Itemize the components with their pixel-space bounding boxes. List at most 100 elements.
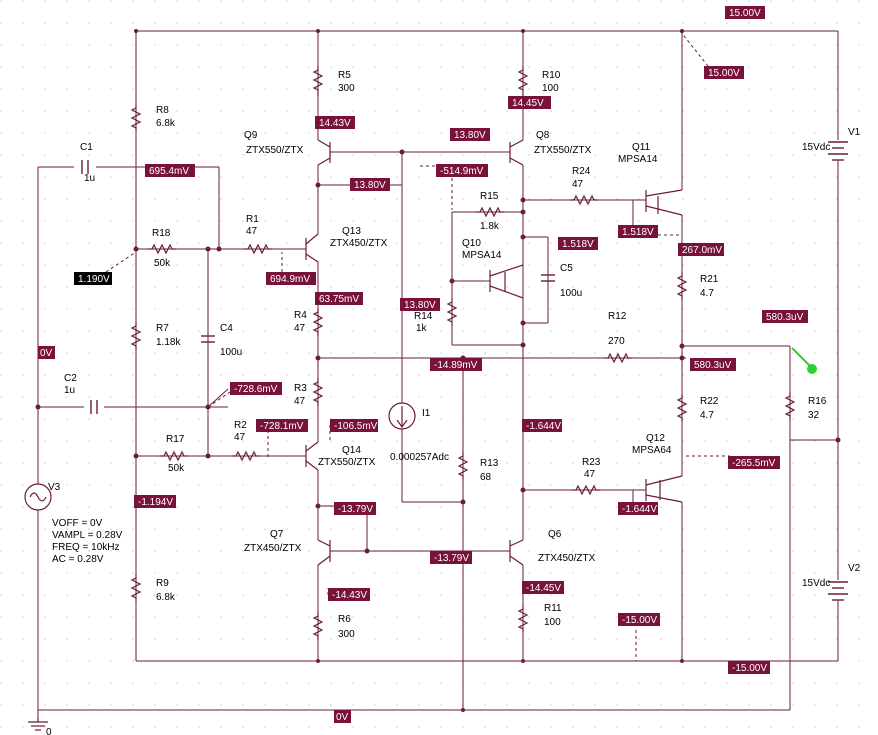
svg-text:-106.5mV: -106.5mV	[334, 421, 378, 432]
resistor-R12[interactable]	[604, 352, 632, 364]
label-C1-value: 1u	[84, 173, 95, 184]
voltage-label-v1-top[interactable]: 15.00V	[725, 6, 765, 19]
svg-text:-514.9mV: -514.9mV	[440, 166, 484, 177]
transistor-Q10[interactable]	[489, 264, 524, 299]
voltage-label-v3[interactable]: 0V	[38, 346, 55, 359]
voltage-label-r23[interactable]: -1.644V	[618, 502, 658, 515]
voltage-label-r18-selected[interactable]: 1.190V	[74, 272, 112, 285]
voltage-source-V1[interactable]	[828, 141, 848, 161]
label-R12-id: R12	[608, 311, 627, 322]
resistor-R5[interactable]	[312, 66, 324, 96]
voltage-label-bottom-mid[interactable]: -15.00V	[618, 613, 660, 626]
voltage-label-ground[interactable]: 0V	[334, 710, 351, 723]
voltage-label-midline[interactable]: -14.89mV	[430, 358, 482, 371]
label-R11-value: 100	[544, 617, 561, 628]
ground-label: 0	[46, 727, 52, 735]
transistor-Q12[interactable]	[645, 475, 683, 503]
sine-source-V3[interactable]	[24, 483, 52, 511]
voltage-label-v1-node[interactable]: 15.00V	[704, 66, 744, 79]
resistor-R22[interactable]	[676, 394, 688, 422]
voltage-label-q12-base[interactable]: -265.5mV	[728, 456, 780, 469]
voltage-label-q14-collector[interactable]: -106.5mV	[330, 419, 378, 432]
resistor-R2[interactable]	[232, 450, 260, 462]
voltage-label-c2[interactable]: -728.6mV	[230, 382, 282, 395]
resistor-R24[interactable]	[570, 194, 598, 206]
voltage-label-r2[interactable]: -728.1mV	[256, 419, 308, 432]
label-Q7-id: Q7	[270, 529, 284, 540]
capacitor-C2[interactable]	[90, 400, 98, 414]
resistor-R23[interactable]	[572, 484, 600, 496]
transistor-Q9[interactable]	[317, 139, 331, 166]
transistor-Q13[interactable]	[305, 233, 319, 263]
voltage-label-q10-top[interactable]: 1.518V	[558, 237, 598, 250]
resistor-R4[interactable]	[312, 308, 324, 336]
label-C1-id: C1	[80, 142, 93, 153]
resistor-R13[interactable]	[457, 452, 469, 480]
resistor-R14[interactable]	[446, 298, 458, 326]
resistor-R9[interactable]	[130, 574, 142, 602]
capacitor-C4[interactable]	[201, 335, 215, 343]
label-R14-id: R14	[414, 311, 433, 322]
voltage-label-r1[interactable]: 694.9mV	[266, 272, 316, 285]
voltage-label-r7-bottom[interactable]: -1.194V	[134, 495, 176, 508]
resistor-R18[interactable]	[148, 243, 176, 255]
svg-text:15.00V: 15.00V	[708, 68, 740, 79]
voltage-label-q6-collector[interactable]: -1.644V	[522, 419, 562, 432]
voltage-source-V2[interactable]	[828, 581, 848, 601]
label-Q8-value: ZTX550/ZTX	[534, 145, 592, 156]
voltage-labels[interactable]: 15.00V 15.00V 14.45V 14.43V 13.80V 695.4…	[38, 6, 808, 723]
transistor-Q11[interactable]	[645, 189, 683, 216]
capacitor-C5[interactable]	[541, 274, 555, 282]
voltage-label-r21[interactable]: 267.0mV	[678, 243, 724, 256]
voltage-label-bottom-rail[interactable]: -15.00V	[728, 661, 770, 674]
label-Q9-value: ZTX550/ZTX	[246, 145, 304, 156]
resistor-R16[interactable]	[784, 392, 796, 420]
voltage-label-r5[interactable]: 14.43V	[315, 116, 355, 129]
label-R22-value: 4.7	[700, 410, 714, 421]
transistors[interactable]	[305, 139, 683, 566]
label-R6-value: 300	[338, 629, 355, 640]
label-R24-id: R24	[572, 166, 591, 177]
voltage-label-q8-base[interactable]: 13.80V	[450, 128, 490, 141]
current-source-I1[interactable]	[388, 402, 416, 430]
voltage-label-q7-base[interactable]: -13.79V	[334, 502, 376, 515]
resistor-R10[interactable]	[517, 66, 529, 96]
label-R23-id: R23	[582, 457, 601, 468]
voltage-label-r12-out[interactable]: 580.3uV	[690, 358, 736, 371]
capacitors[interactable]	[81, 160, 555, 414]
source-param-vampl: VAMPL = 0.28V	[52, 530, 123, 541]
voltage-label-r10[interactable]: 14.45V	[508, 96, 551, 109]
voltage-label-q11-base[interactable]: 1.518V	[618, 225, 658, 238]
transistor-Q6[interactable]	[509, 539, 524, 566]
transistor-Q7[interactable]	[317, 539, 331, 566]
resistor-R8[interactable]	[130, 104, 142, 132]
resistor-R3[interactable]	[312, 378, 324, 406]
label-R17-value: 50k	[168, 463, 185, 474]
capacitor-C1[interactable]	[81, 160, 89, 174]
voltage-label-q6-base[interactable]: -13.79V	[430, 551, 472, 564]
resistor-R6[interactable]	[312, 612, 324, 640]
resistor-R17[interactable]	[160, 450, 188, 462]
voltage-label-q9-base[interactable]: 13.80V	[350, 178, 390, 191]
resistor-R15[interactable]	[476, 206, 504, 218]
label-R5-value: 300	[338, 83, 355, 94]
voltage-label-r11[interactable]: -14.45V	[522, 581, 564, 594]
svg-text:-14.43V: -14.43V	[332, 590, 367, 601]
resistor-R11[interactable]	[517, 605, 529, 633]
voltage-label-q10-collector[interactable]: -514.9mV	[436, 164, 488, 177]
voltage-label-q13-emitter[interactable]: 63.75mV	[315, 292, 363, 305]
voltage-label-r14[interactable]: 13.80V	[400, 298, 440, 311]
label-C2-id: C2	[64, 373, 77, 384]
resistor-R21[interactable]	[676, 272, 688, 300]
label-Q11-value: MPSA14	[618, 154, 658, 165]
voltage-probe-icon[interactable]	[791, 347, 817, 374]
transistor-Q8[interactable]	[509, 139, 524, 166]
voltage-label-out-top[interactable]: 580.3uV	[762, 310, 808, 323]
resistors[interactable]	[130, 66, 796, 640]
voltage-label-r6[interactable]: -14.43V	[328, 588, 370, 601]
transistor-Q14[interactable]	[305, 441, 319, 471]
resistor-R1[interactable]	[244, 243, 272, 255]
resistor-R7[interactable]	[130, 322, 142, 350]
voltage-label-c1[interactable]: 695.4mV	[145, 164, 195, 177]
